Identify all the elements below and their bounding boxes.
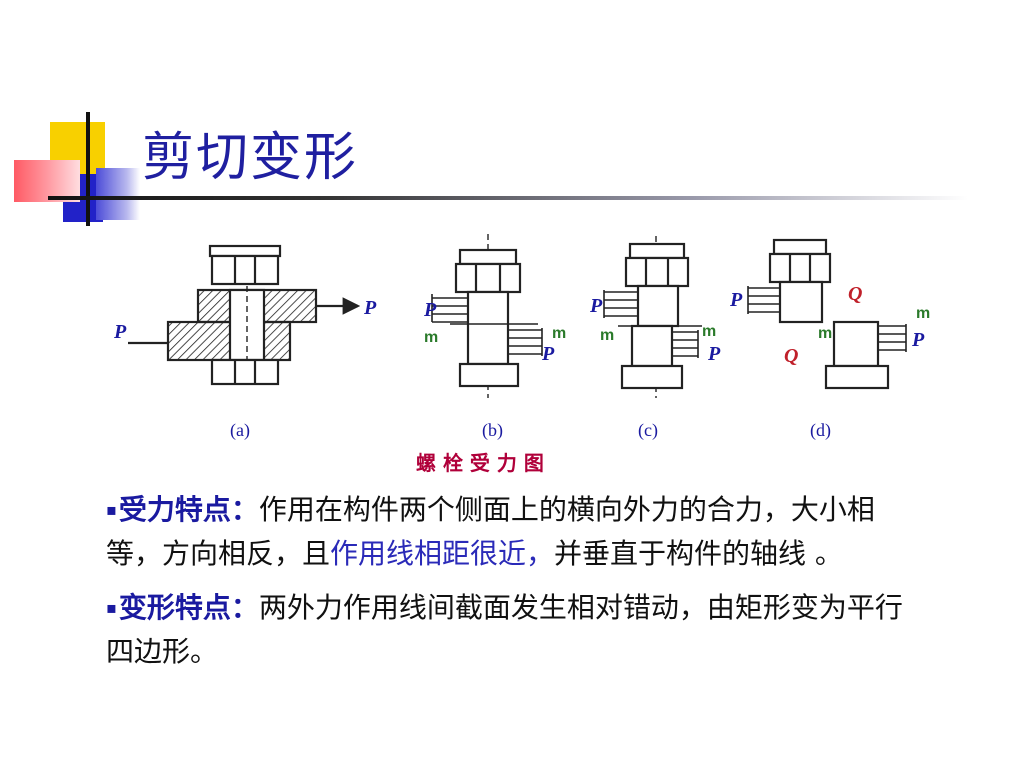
slide-title: 剪切变形 bbox=[142, 128, 359, 188]
bullet-force-characteristics: ▪受力特点：作用在构件两个侧面上的横向外力的合力，大小相等，方向相反，且作用线相… bbox=[106, 488, 926, 576]
force-label: P bbox=[541, 343, 555, 365]
force-label: P bbox=[707, 343, 721, 365]
section-label: m bbox=[600, 327, 614, 344]
force-label: P bbox=[363, 297, 377, 319]
section-label: m bbox=[818, 325, 832, 342]
force-label-q: Q bbox=[784, 345, 798, 367]
panel-label: (c) bbox=[638, 420, 658, 441]
title-ornament-red-block bbox=[14, 160, 80, 202]
panel-d bbox=[747, 238, 907, 390]
panel-label: (b) bbox=[482, 420, 503, 441]
force-label: P bbox=[423, 299, 437, 321]
bullet-heading: 变形特点： bbox=[118, 591, 259, 624]
section-label: m bbox=[702, 323, 716, 340]
panel-label: (d) bbox=[810, 420, 831, 441]
bolt-force-diagram: P P P P P P P P Q Q m m m m m m (a) (b) … bbox=[113, 234, 930, 475]
bullet-heading: 受力特点： bbox=[118, 493, 259, 526]
section-label: m bbox=[916, 305, 930, 322]
panel-label: (a) bbox=[230, 420, 250, 441]
title-underline bbox=[48, 196, 968, 200]
panel-c bbox=[603, 236, 702, 398]
panel-a bbox=[128, 244, 361, 386]
force-label: P bbox=[911, 329, 925, 351]
section-label: m bbox=[424, 329, 438, 346]
bullet-text: 两外力作用线间截面发生相对错动，由矩形变为平行四边形。 bbox=[106, 591, 903, 668]
bullet-icon: ▪ bbox=[106, 598, 117, 617]
slide-body: ▪受力特点：作用在构件两个侧面上的横向外力的合力，大小相等，方向相反，且作用线相… bbox=[106, 488, 926, 684]
bullet-icon: ▪ bbox=[106, 500, 117, 519]
force-label: P bbox=[729, 289, 743, 311]
section-label: m bbox=[552, 325, 566, 342]
figure-caption: 螺 栓 受 力 图 bbox=[416, 451, 544, 475]
force-label-q: Q bbox=[848, 283, 862, 305]
bullet-deformation-characteristics: ▪变形特点：两外力作用线间截面发生相对错动，由矩形变为平行四边形。 bbox=[106, 586, 926, 674]
title-ornament-vertical-line bbox=[86, 112, 90, 226]
panel-b bbox=[431, 234, 543, 398]
bullet-text: 作用在构件两个侧面上的横向外力的合力，大小相等，方向相反，且 bbox=[106, 493, 875, 570]
force-label: P bbox=[113, 321, 127, 343]
bullet-text: 并垂直于构件的轴线 。 bbox=[554, 537, 843, 570]
bullet-emphasis: 作用线相距很近， bbox=[330, 537, 555, 570]
title-ornament-blue-fade bbox=[96, 168, 140, 220]
force-label: P bbox=[589, 295, 603, 317]
